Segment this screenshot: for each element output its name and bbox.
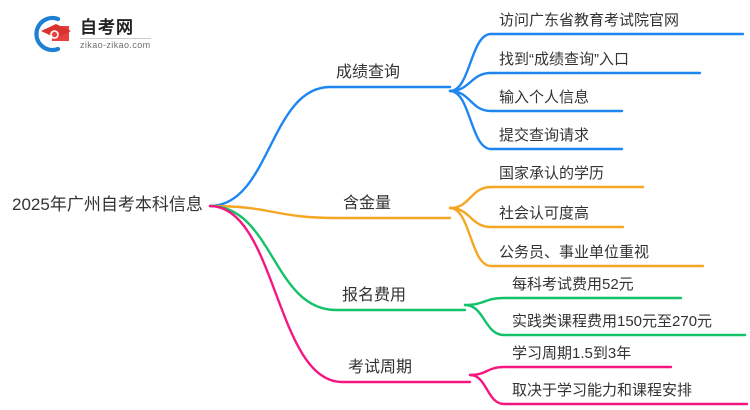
graduation-cap-icon [28, 13, 74, 55]
mindmap-leaf-2-0[interactable]: 每科考试费用52元 [512, 276, 634, 293]
mindmap-leaf-0-2[interactable]: 输入个人信息 [499, 89, 590, 106]
logo-name: 自考网 [80, 17, 134, 37]
mindmap-branch-0-label[interactable]: 成绩查询 [336, 64, 401, 81]
mindmap-leaf-0-0[interactable]: 访问广东省教育考试院官网 [499, 12, 680, 29]
mindmap-leaf-1-1[interactable]: 社会认可度高 [499, 205, 590, 222]
mindmap-leaf-0-1[interactable]: 找到“成绩查询”入口 [499, 51, 629, 68]
mindmap-leaf-0-3[interactable]: 提交查询请求 [499, 127, 590, 144]
mindmap-root-node[interactable]: 2025年广州自考本科信息 [12, 195, 203, 214]
mindmap-branch-2-label[interactable]: 报名费用 [342, 287, 407, 304]
mindmap-branch-3-label[interactable]: 考试周期 [348, 359, 413, 376]
mindmap-leaf-2-1[interactable]: 实践类课程费用150元至270元 [512, 313, 713, 330]
mindmap-leaf-3-0[interactable]: 学习周期1.5到3年 [512, 345, 632, 362]
mindmap-branch-1-label[interactable]: 含金量 [343, 195, 392, 212]
mindmap-leaf-1-0[interactable]: 国家承认的学历 [499, 165, 605, 182]
mindmap-leaf-1-2[interactable]: 公务员、事业单位重视 [499, 244, 650, 261]
site-logo: 自考网 zikao-zikao.com [28, 10, 218, 58]
logo-domain: zikao-zikao.com [80, 37, 151, 50]
logo-wordmark: 自考网 zikao-zikao.com [80, 19, 151, 50]
mindmap-leaf-3-1[interactable]: 取决于学习能力和课程安排 [512, 382, 693, 399]
